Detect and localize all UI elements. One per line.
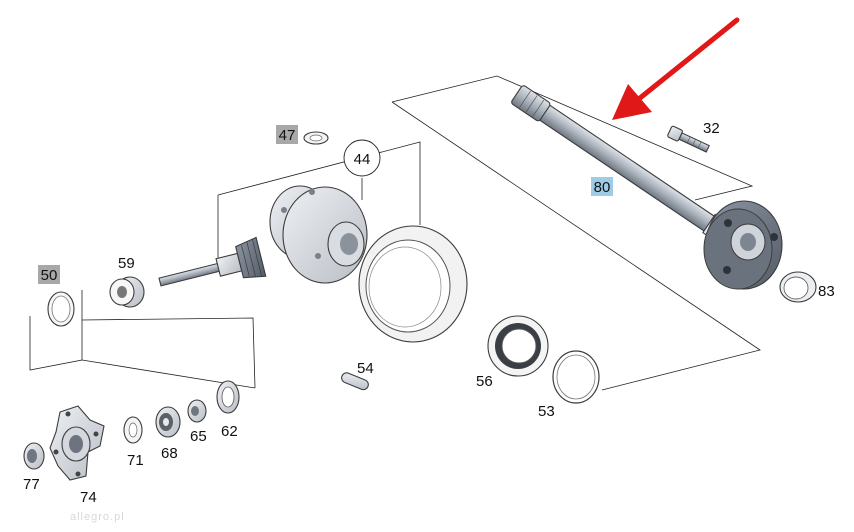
label-47: 47 (279, 127, 296, 144)
bearing-part-56 (487, 315, 549, 377)
label-50-highlight (38, 265, 60, 284)
label-44: 44 (354, 151, 371, 168)
label-50: 50 (41, 267, 58, 284)
spacer-part-71 (123, 416, 143, 444)
washer-part-50 (47, 291, 75, 327)
label-62: 62 (221, 423, 238, 440)
bush-ring-part-83 (779, 271, 817, 303)
label-56: 56 (476, 373, 493, 390)
label-80-highlight (591, 177, 613, 196)
label-32: 32 (703, 120, 720, 137)
label-44-circle (343, 139, 381, 177)
retaining-ring-part-53 (552, 350, 600, 404)
watermark: allegro.pl (70, 511, 125, 523)
nut-part-77 (23, 442, 45, 470)
bearing-part-68 (155, 406, 181, 438)
washer-part-47 (303, 131, 329, 145)
label-53: 53 (538, 403, 555, 420)
bolt-part-32 (667, 125, 710, 153)
label-68: 68 (161, 445, 178, 462)
label-71: 71 (127, 452, 144, 469)
crown-ring (358, 225, 468, 343)
label-47-highlight (276, 125, 298, 144)
flange-part-74 (49, 405, 105, 481)
seal-part-62 (216, 380, 240, 414)
label-54: 54 (357, 360, 374, 377)
label-80: 80 (594, 179, 611, 196)
pointer-arrow (612, 17, 740, 120)
label-65: 65 (190, 428, 207, 445)
axle-shaft-part-80 (511, 85, 783, 290)
pin-part-54 (341, 372, 369, 391)
label-74: 74 (80, 489, 97, 506)
group-leader-lines (29, 75, 761, 391)
label-83: 83 (818, 283, 835, 300)
bearing-part-59 (109, 276, 145, 308)
label-59: 59 (118, 255, 135, 272)
callout-labels: 44 47 50 80 32 83 59 54 56 53 62 65 68 7… (23, 120, 835, 506)
pinion-shaft (158, 236, 267, 287)
label-77: 77 (23, 476, 40, 493)
nut-part-65 (187, 399, 207, 423)
differential-housing (269, 185, 368, 284)
